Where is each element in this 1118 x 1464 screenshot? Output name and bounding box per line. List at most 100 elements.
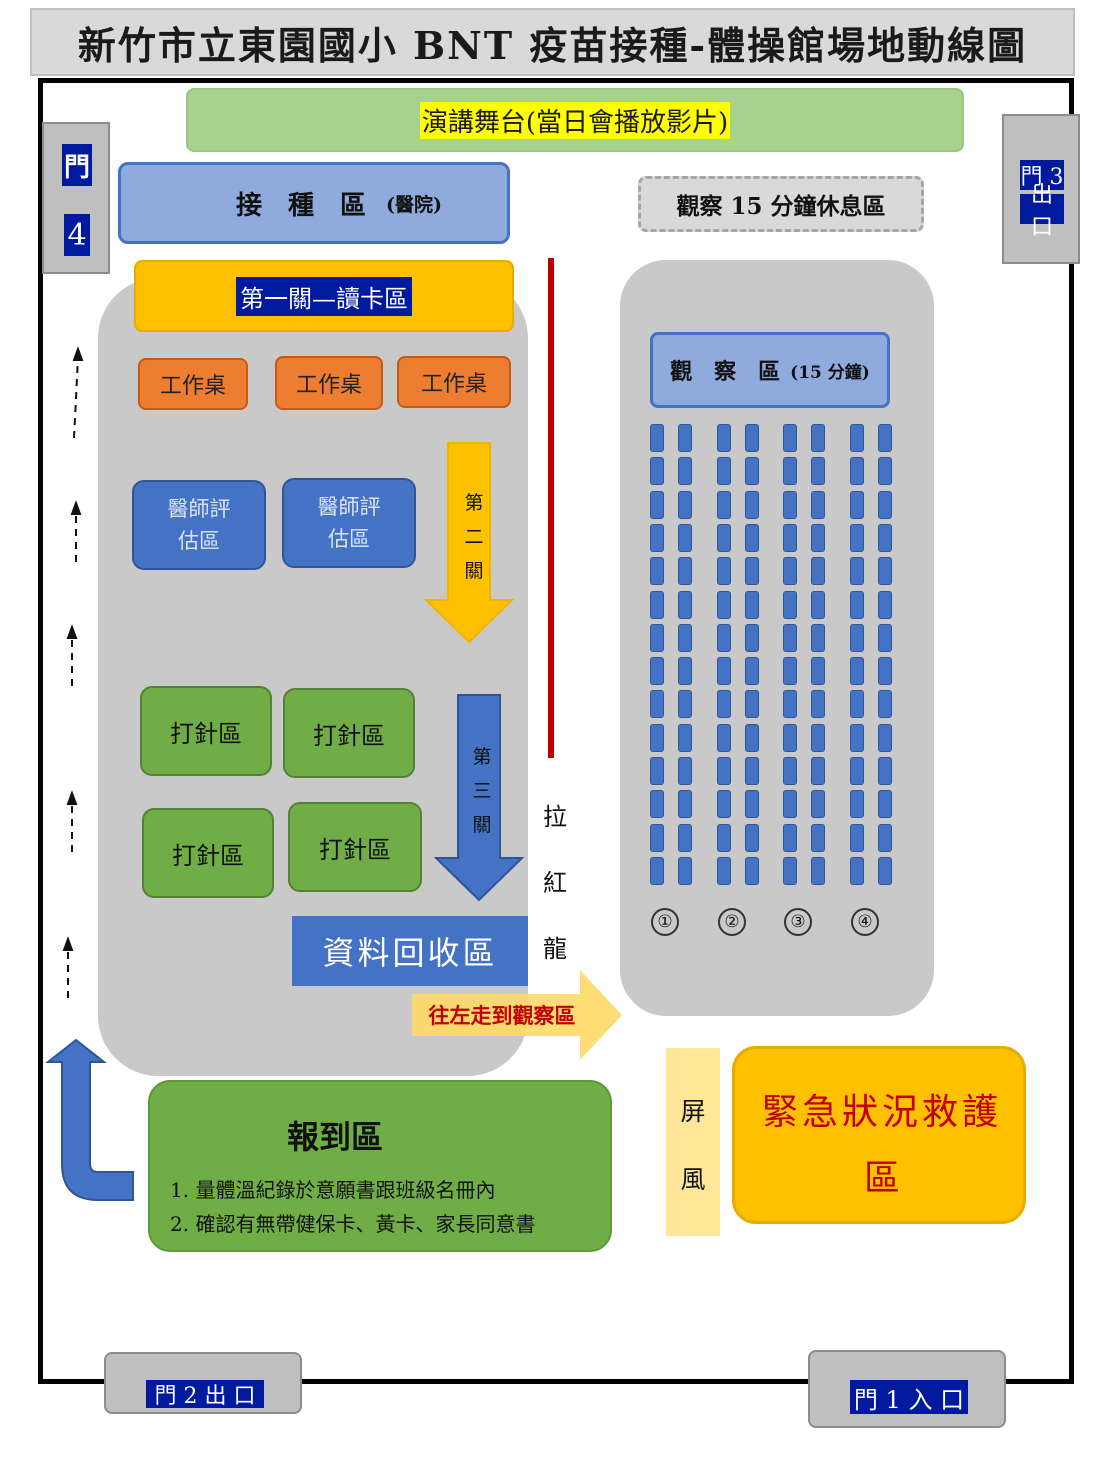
seat bbox=[783, 823, 797, 852]
seat bbox=[745, 657, 759, 686]
door-4-label-top: 門 bbox=[62, 144, 92, 186]
seat bbox=[878, 623, 892, 652]
seat bbox=[850, 657, 864, 686]
seat bbox=[745, 690, 759, 719]
seat bbox=[878, 424, 892, 452]
seat-column-number: ③ bbox=[784, 908, 812, 936]
stage1-label: 第一關—讀卡區 bbox=[236, 276, 412, 316]
seat bbox=[811, 790, 825, 819]
seat bbox=[717, 723, 731, 752]
seat bbox=[850, 523, 864, 552]
seat bbox=[878, 856, 892, 885]
seat bbox=[811, 424, 825, 452]
seat bbox=[878, 690, 892, 719]
seat bbox=[650, 690, 664, 719]
seat bbox=[650, 657, 664, 686]
seat bbox=[717, 690, 731, 719]
injection-zone: 打針區 bbox=[283, 688, 415, 778]
vaccination-zone-label: 接 種 區 bbox=[236, 190, 367, 221]
seat bbox=[745, 723, 759, 752]
seat bbox=[850, 723, 864, 752]
seat bbox=[783, 690, 797, 719]
seat bbox=[850, 757, 864, 785]
vaccination-zone: 接 種 區 (醫院) bbox=[118, 162, 510, 244]
seat bbox=[850, 823, 864, 852]
seat bbox=[850, 457, 864, 486]
seat bbox=[850, 690, 864, 719]
seat bbox=[811, 723, 825, 752]
stage3-label: 第 三 關 bbox=[472, 746, 492, 836]
door-2-label: 門 2 出 口 bbox=[146, 1380, 264, 1409]
seat bbox=[717, 657, 731, 686]
door-4-label-number: 4 bbox=[64, 214, 90, 256]
vaccination-zone-sublabel: (醫院) bbox=[386, 193, 442, 216]
seat bbox=[783, 657, 797, 686]
seat bbox=[745, 590, 759, 619]
seat bbox=[717, 457, 731, 486]
seat-column-number: ④ bbox=[851, 908, 879, 936]
seat bbox=[717, 590, 731, 619]
seat bbox=[717, 823, 731, 852]
seat bbox=[650, 424, 664, 452]
seat bbox=[650, 723, 664, 752]
seat bbox=[878, 823, 892, 852]
seat bbox=[878, 590, 892, 619]
seat bbox=[783, 557, 797, 586]
seat bbox=[650, 590, 664, 619]
seat bbox=[678, 657, 692, 686]
seat bbox=[878, 557, 892, 586]
seat bbox=[745, 856, 759, 885]
seat bbox=[678, 557, 692, 586]
door-3-label-top: 門 3 bbox=[1020, 160, 1064, 190]
seat bbox=[678, 723, 692, 752]
seat bbox=[811, 856, 825, 885]
seat bbox=[745, 823, 759, 852]
seat-column-number: ② bbox=[718, 908, 746, 936]
seat bbox=[878, 790, 892, 819]
seat bbox=[650, 856, 664, 885]
emergency-rescue-zone: 緊急狀況救護 區 bbox=[732, 1046, 1026, 1224]
seat bbox=[650, 823, 664, 852]
seat bbox=[745, 790, 759, 819]
seat bbox=[811, 623, 825, 652]
work-desk: 工作桌 bbox=[397, 356, 511, 408]
seat bbox=[811, 690, 825, 719]
seat-column-number: ① bbox=[651, 908, 679, 936]
checkin-item: 1. 量體溫紀錄於意願書跟班級名冊內 bbox=[170, 1178, 496, 1202]
injection-zone: 打針區 bbox=[288, 802, 422, 892]
seat bbox=[650, 457, 664, 486]
seat bbox=[811, 457, 825, 486]
checkin-item: 2. 確認有無帶健保卡、黃卡、家長同意書 bbox=[170, 1212, 536, 1236]
seat bbox=[783, 757, 797, 785]
screen-partition: 屏 風 bbox=[666, 1048, 720, 1236]
seat bbox=[745, 623, 759, 652]
seat bbox=[783, 590, 797, 619]
data-collection-zone: 資料回收區 bbox=[292, 916, 528, 986]
seat bbox=[811, 557, 825, 586]
seat bbox=[650, 557, 664, 586]
seat bbox=[850, 856, 864, 885]
door-4: 門 4 bbox=[42, 122, 110, 274]
seat bbox=[783, 523, 797, 552]
seat bbox=[745, 457, 759, 486]
seat bbox=[678, 823, 692, 852]
work-desk: 工作桌 bbox=[138, 358, 248, 410]
seat bbox=[745, 424, 759, 452]
stage-label: 演講舞台(當日會播放影片) bbox=[419, 101, 731, 139]
seat bbox=[745, 757, 759, 785]
observation-zone-sublabel: (15 分鐘) bbox=[790, 362, 870, 383]
seat bbox=[850, 623, 864, 652]
to-observation-arrow-label: 往左走到觀察區 bbox=[428, 1003, 576, 1028]
seat bbox=[783, 856, 797, 885]
stage2-label: 第 二 關 bbox=[464, 492, 484, 582]
stage3-arrow-icon bbox=[433, 694, 525, 902]
seat bbox=[678, 590, 692, 619]
work-desk: 工作桌 bbox=[275, 356, 383, 410]
seat bbox=[678, 623, 692, 652]
to-observation-arrow-icon bbox=[412, 970, 622, 1060]
seat bbox=[850, 424, 864, 452]
observation-zone-label: 觀 察 區 bbox=[670, 359, 781, 385]
seat bbox=[678, 523, 692, 552]
seat bbox=[850, 590, 864, 619]
